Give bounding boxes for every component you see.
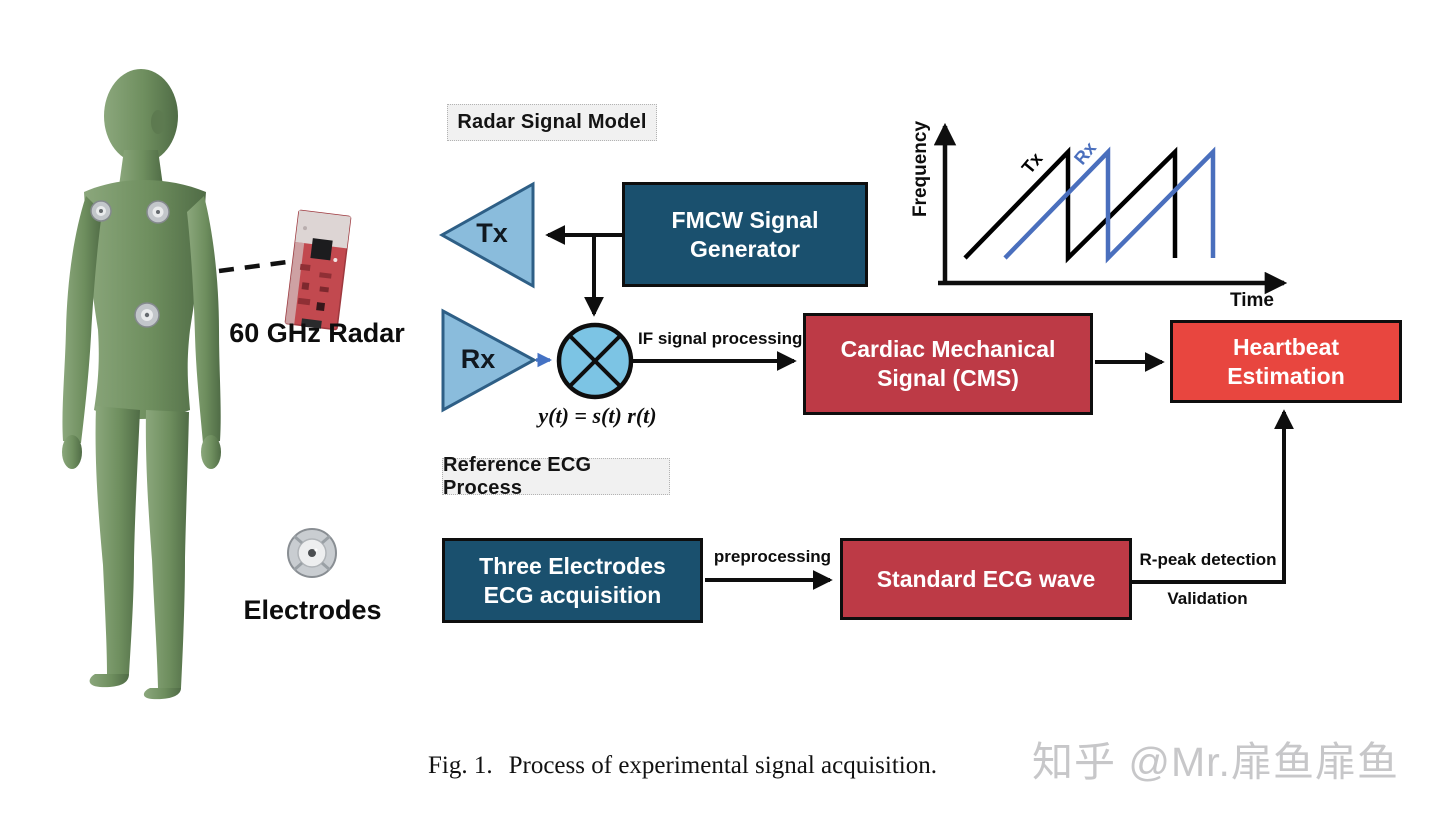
human-body-figure [62,69,221,700]
radar-label: 60 GHz Radar [229,318,405,348]
tx-amplifier-triangle [438,181,535,289]
chirp-rx-sawtooth [1003,146,1216,264]
acq-line1: Three Electrodes [479,552,666,579]
figure-caption: Fig. 1. Process of experimental signal ac… [428,752,937,780]
watermark-text: 知乎 @Mr.扉鱼扉鱼 [1032,739,1399,785]
fmcw-generator-box: FMCW Signal Generator [622,182,868,287]
caption-text: Process of experimental signal acquisiti… [508,752,937,779]
acq-line2: ECG acquisition [483,581,662,608]
three-electrodes-box: Three Electrodes ECG acquisition [442,538,703,623]
rx-amplifier-label: Rx [460,344,496,374]
body-electrode-patches [90,200,170,328]
validation-label: Validation [1167,589,1248,608]
rpeak-detection-label: R-peak detection [1139,550,1277,569]
wave-line: Standard ECG wave [876,565,1096,592]
mixer-formula: y(t) = s(t) r(t) [538,403,657,428]
electrode-disc-icon [287,528,337,578]
tx-amplifier-label: Tx [476,218,508,248]
radar-pointer-dashed-line [218,258,296,274]
heartbeat-estimation-box: Heartbeat Estimation [1170,320,1402,403]
chirp-xlabel: Time [1229,290,1274,311]
mixer-symbol [556,322,634,400]
cms-line1: Cardiac Mechanical [840,336,1056,363]
rx-amplifier-triangle [441,308,538,413]
preprocessing-label: preprocessing [713,547,832,566]
reference-ecg-process-tag: Reference ECG Process [442,454,670,499]
chirp-chart [933,122,1288,295]
radar-signal-model-tag: Radar Signal Model [447,104,657,141]
if-signal-processing-label: IF signal processing [638,329,803,348]
heartbeat-line2: Estimation [1227,362,1345,389]
cms-line2: Signal (CMS) [877,365,1019,391]
wave-to-heartbeat-elbow-arrow [1132,409,1294,584]
standard-ecg-wave-box: Standard ECG wave [840,538,1132,620]
fmcw-line2: Generator [690,235,800,262]
caption-number: Fig. 1. [428,752,493,779]
fmcw-line1: FMCW Signal [671,206,819,233]
chirp-tx-sawtooth [963,146,1178,264]
electrodes-label: Electrodes [243,595,382,625]
cms-box: Cardiac Mechanical Signal (CMS) [803,313,1093,415]
chirp-ylabel: Frequency [910,120,931,218]
radar-chip-icon [284,209,352,331]
heartbeat-line1: Heartbeat [1232,333,1340,360]
